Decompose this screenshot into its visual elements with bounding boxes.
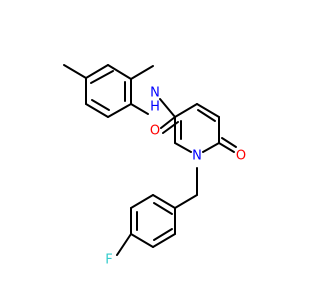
hydrogen-amide-label: H bbox=[150, 100, 160, 115]
bond-nh-carbonyl bbox=[159, 98, 176, 118]
nitrogen-amide-label: N bbox=[150, 86, 160, 101]
bond bbox=[197, 109, 216, 122]
bond bbox=[107, 64, 132, 80]
bond bbox=[174, 103, 198, 118]
bond bbox=[107, 103, 132, 118]
bond-ch2-aryl bbox=[174, 194, 198, 209]
bond bbox=[90, 70, 114, 84]
bond-c-f bbox=[116, 233, 132, 256]
nitrogen-ring-label: N bbox=[192, 149, 202, 164]
bond bbox=[85, 103, 109, 118]
bond-aryl-nh bbox=[130, 103, 149, 115]
bond bbox=[130, 233, 154, 248]
bond bbox=[202, 142, 220, 153]
dimethylphenyl-ring bbox=[85, 64, 132, 118]
bond bbox=[85, 64, 109, 79]
bond bbox=[130, 194, 154, 209]
bond bbox=[152, 233, 176, 248]
oxygen-ring-label: O bbox=[236, 149, 246, 164]
pyridone-ring bbox=[174, 103, 220, 153]
fluorine-label: F bbox=[105, 253, 112, 268]
bond bbox=[153, 228, 173, 241]
molecule-canvas: N H O N O F bbox=[63, 64, 246, 268]
fluorophenyl-ring bbox=[130, 194, 176, 248]
bond bbox=[152, 194, 176, 209]
methyl-bond-ortho bbox=[130, 65, 154, 80]
ring-carbonyl-double-bond bbox=[218, 142, 235, 153]
bond bbox=[153, 202, 173, 215]
oxygen-carbonyl-label: O bbox=[150, 124, 160, 139]
ring-carbonyl-double-bond bbox=[221, 137, 237, 148]
molecule-structure: N H O N O F bbox=[63, 64, 246, 268]
bond bbox=[196, 103, 220, 118]
bond bbox=[174, 142, 192, 153]
methyl-bond-para bbox=[63, 64, 87, 79]
carbonyl-double-bond bbox=[160, 116, 176, 129]
bond bbox=[91, 99, 110, 111]
